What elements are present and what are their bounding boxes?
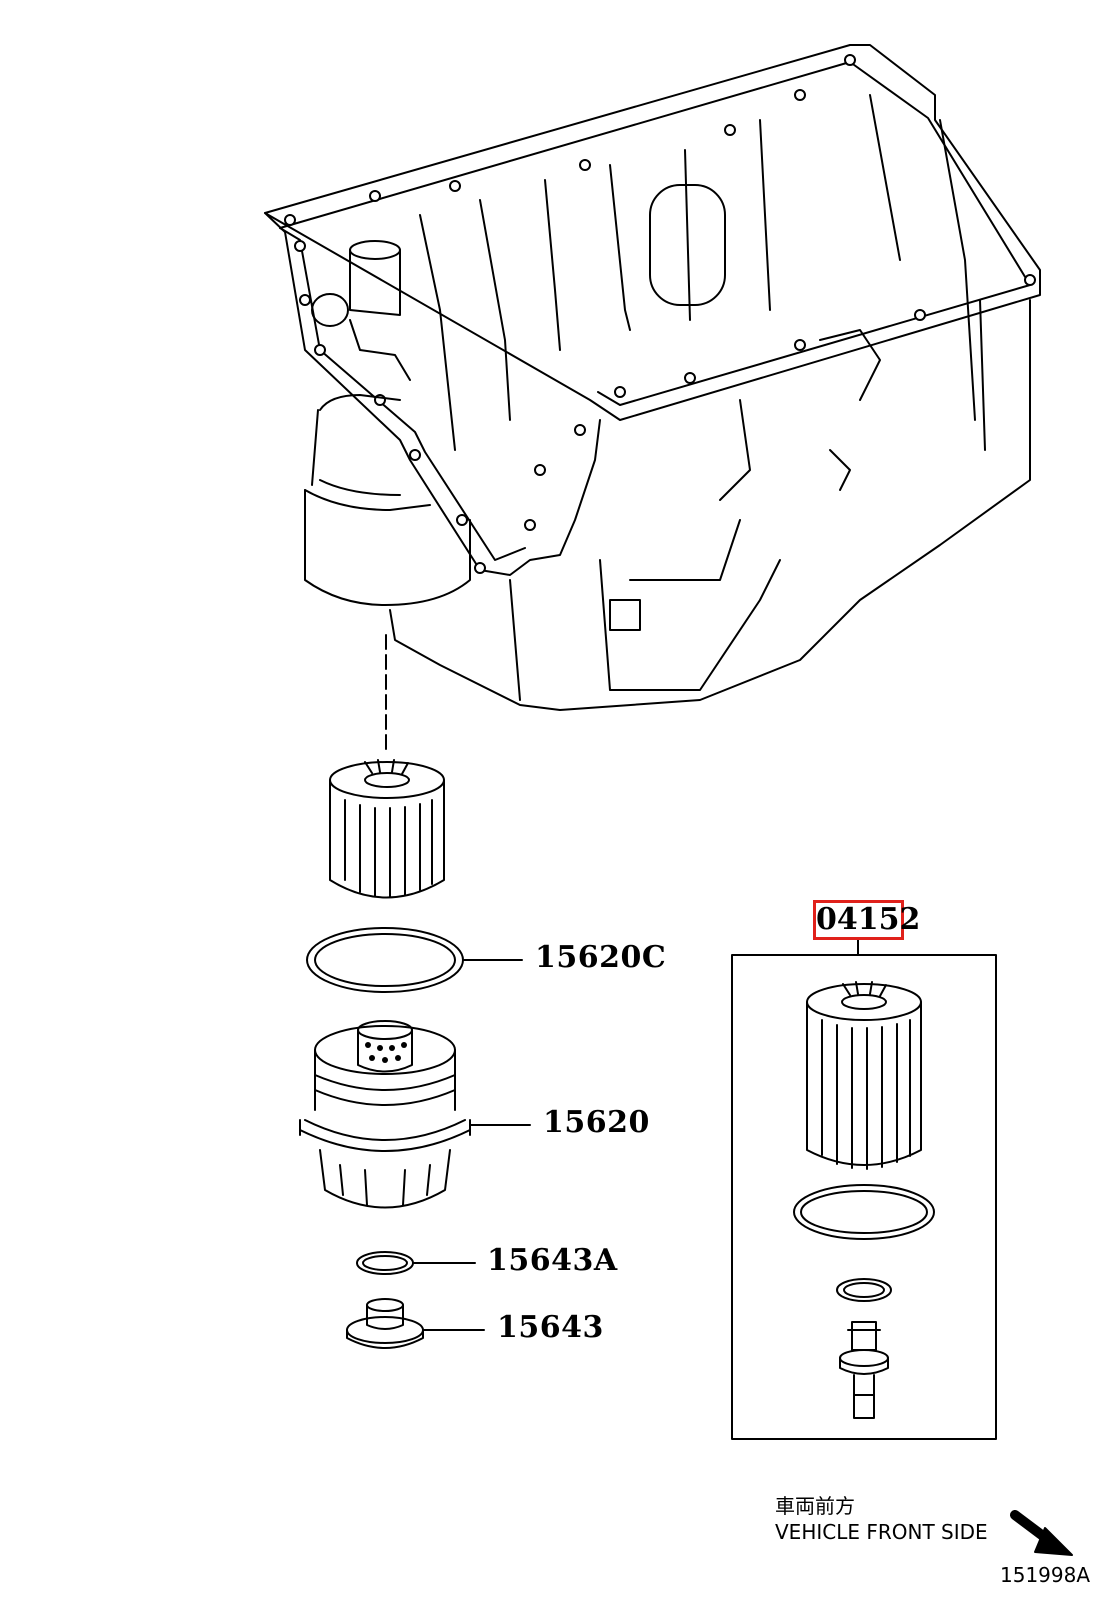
oil-filter-cap [299,1020,471,1209]
vehicle-front-label-japanese: 車両前方 [775,1494,855,1518]
kit-gasket [836,1278,892,1302]
part-number-15643[interactable]: 15643 [497,1310,604,1345]
kit-drain-plug [839,1321,889,1419]
vehicle-front-label-english: VEHICLE FRONT SIDE [775,1520,988,1544]
oil-pan-housing [264,44,1041,711]
part-number-15620C[interactable]: 15620C [535,940,667,975]
oil-filter-element [329,759,445,899]
part-number-04152[interactable]: 04152 [813,900,920,940]
part-number-15620[interactable]: 15620 [543,1105,650,1140]
figure-number: 151998A [1000,1563,1091,1587]
kit-box [731,954,997,1440]
drain-plug [346,1298,424,1349]
o-ring [306,927,464,993]
drain-gasket [356,1251,414,1275]
vehicle-front-arrow [1010,1510,1073,1556]
part-number-15643A[interactable]: 15643A [487,1243,618,1278]
kit-filter-element [806,981,922,1170]
kit-o-ring [793,1184,935,1240]
